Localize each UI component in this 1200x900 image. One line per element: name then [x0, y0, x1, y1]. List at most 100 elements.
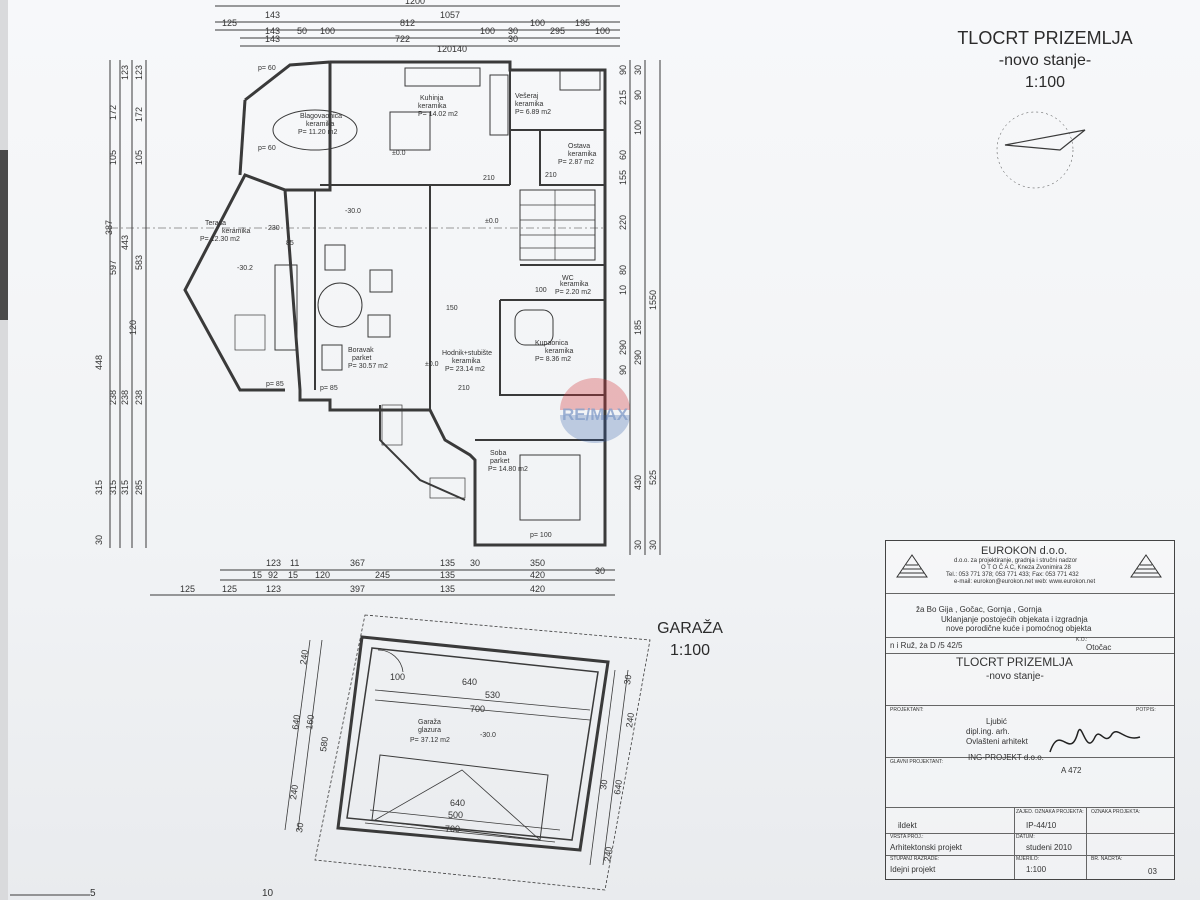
planter-3: [429, 477, 466, 499]
stair-treads: [520, 190, 595, 260]
dim-right-1h: 290: [618, 340, 628, 355]
dim-left-2e: 315: [108, 480, 118, 495]
datum-label: DATUM:: [1016, 834, 1035, 840]
dim-bottom-2b: 92: [268, 570, 278, 580]
reg-number: A 472: [1061, 766, 1082, 775]
room-pantry-floor: keramika: [568, 151, 597, 158]
drawing-title: TLOCRT PRIZEMLJA: [956, 655, 1073, 669]
watermark-text: RE/MAX: [562, 405, 629, 424]
dim-bottom-1f: 350: [530, 558, 545, 568]
room-pantry-area: P= 2.87 m2: [558, 159, 594, 166]
level-entry: ±0.0: [425, 361, 439, 368]
dim-left-3a: 123: [120, 65, 130, 80]
dim-right-3c: 525: [648, 470, 658, 485]
room-wc-floor: keramika: [560, 281, 589, 288]
dining-table: [272, 109, 358, 151]
armchair-1: [324, 244, 346, 271]
location-line: n i Ruž, ża D /5 42/5: [890, 641, 963, 650]
room-laundry-floor: keramika: [515, 101, 544, 108]
project-stage: Idejni projekt: [890, 865, 936, 874]
company-name: EUROKON d.o.o.: [981, 545, 1068, 557]
room-living-area: P= 30.57 m2: [348, 363, 388, 370]
dim-right-1a: 90: [618, 65, 628, 75]
garage-dim-right-2: [602, 669, 629, 866]
garage-dim-bottom-a: 640: [450, 798, 465, 808]
room-dining-floor: keramika: [306, 121, 335, 128]
garage-dim-left-c: 160: [304, 714, 316, 730]
dim-top-p: 30: [508, 34, 518, 44]
list-label: BR. NACRTA:: [1091, 856, 1123, 862]
bed: [519, 454, 581, 521]
vrsta-label: VRSTA PROJ.:: [890, 834, 924, 840]
remax-watermark: RE/MAX: [560, 378, 630, 443]
garage-dim-bottom-c: 700: [445, 824, 460, 834]
garage-dim-right-c: 640: [612, 779, 624, 795]
level-hall: ±0.0: [485, 218, 499, 225]
room-kitchen-name: Kuhinja: [420, 95, 443, 102]
dim-right-2f: 30: [633, 540, 643, 550]
dim-left-4d: 583: [134, 255, 144, 270]
project-type: Arhitektonski projekt: [890, 843, 963, 852]
dim-left-misc-a: 387: [104, 220, 114, 235]
dim-left-2b: 105: [108, 150, 118, 165]
garage-dim-line-4: [364, 822, 556, 843]
dim-bottom-2a: 15: [252, 570, 262, 580]
oznaka-label: OZNAKA PROJEKTA:: [1091, 809, 1141, 815]
sheet-scale: 1:100: [1024, 74, 1066, 91]
dim-top-n: 143: [265, 34, 280, 44]
glavni-name: ING-PROJEKT d.o.o.: [968, 753, 1044, 762]
dim-bottom-2h: 30: [595, 566, 605, 576]
company-city: O T O Č A C, Kneza Zvonimira 28: [981, 565, 1071, 571]
dim-bottom-2d: 120: [315, 570, 330, 580]
garage-dim-right-a: 30: [622, 674, 633, 685]
dim-bottom-1e: 30: [470, 558, 480, 568]
dim-top-k: 30: [508, 26, 518, 36]
room-hall-area: P= 23.14 m2: [445, 366, 485, 373]
room-pantry-name: Ostava: [568, 143, 590, 150]
dim-top-l: 295: [550, 26, 565, 36]
dim-top-j: 100: [480, 26, 495, 36]
door-dim-wc: 100: [535, 287, 547, 294]
dim-left-4e: 238: [134, 390, 144, 405]
dim-right-1g: 10: [618, 285, 628, 295]
dim-right-2a: 30: [633, 65, 643, 75]
dim-bottom-3b: 125: [222, 584, 237, 594]
ko-label: K.O.:: [1076, 637, 1088, 643]
dim-bottom-3d: 397: [350, 584, 365, 594]
terrace-wall: [379, 405, 466, 501]
stupanj-label: STUPANJ RAZRADE:: [890, 856, 940, 862]
dim-bottom-2g: 420: [530, 570, 545, 580]
room-wc-area: P= 2.20 m2: [555, 289, 591, 296]
room-kitchen-floor: keramika: [418, 103, 447, 110]
kitchen-island: [389, 111, 431, 151]
dim-top-d: 812: [400, 18, 415, 28]
dim-top-b: 1057: [440, 10, 460, 20]
garage-title: GARAŽA: [657, 620, 723, 637]
wall-bath: [499, 300, 605, 396]
designer-name: Ljubić: [986, 717, 1007, 726]
room-terrace-name: Terasa: [205, 220, 226, 227]
sill-dining-2: p= 60: [258, 145, 276, 152]
glavni-label: GLAVNI PROJEKTANT:: [890, 759, 943, 765]
room-kitchen-area: P= 14.02 m2: [418, 111, 458, 118]
eurokon-logo-left: [896, 554, 928, 578]
project-scale: 1:100: [1026, 865, 1047, 874]
level-living: -30.0: [345, 208, 361, 215]
dim-bottom-2e: 245: [375, 570, 390, 580]
dim-right-1e: 220: [618, 215, 628, 230]
garage-dim-left-e: 240: [288, 784, 300, 800]
room-wc-name: WC: [562, 275, 574, 282]
room-dining-area: P= 11.20 m2: [298, 129, 337, 136]
room-bedroom-name: Soba: [490, 450, 506, 457]
garage-door-swing: [374, 769, 541, 841]
dim-right-3d: 30: [648, 540, 658, 550]
sill-living: p= 85: [320, 385, 338, 392]
dim-top-r: 140: [452, 44, 467, 54]
room-bath-area: P= 8.36 m2: [535, 356, 571, 363]
company-phone: Tel.: 053 771 378; 053 771 433; Fax: 053…: [946, 572, 1079, 578]
potpis-label: POTPIS:: [1136, 707, 1156, 713]
company-desc: d.o.o. za projektiranje, gradnja i struč…: [954, 558, 1078, 564]
door-dim-hall: 150: [446, 305, 458, 312]
dim-right-1i: 90: [618, 365, 628, 375]
